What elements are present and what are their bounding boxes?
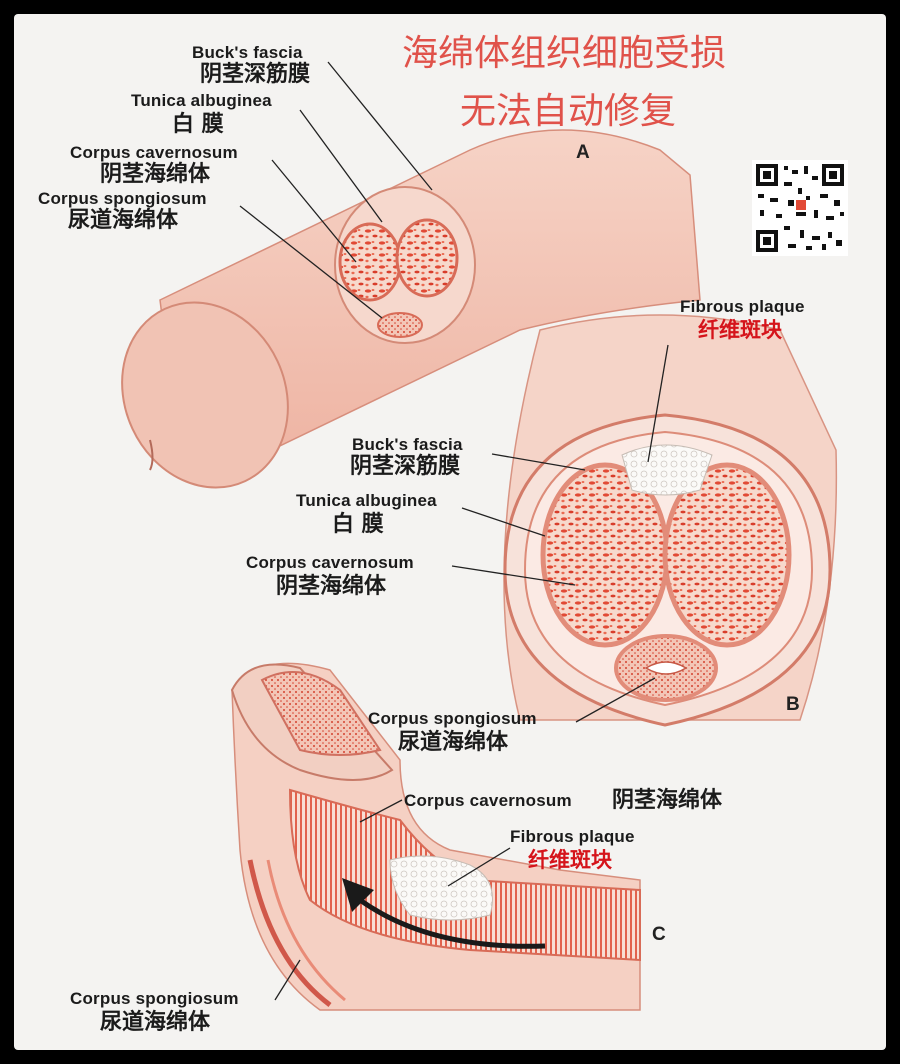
b-spongiosum-zh: 尿道海绵体 (398, 730, 509, 755)
b-tunica-en: Tunica albuginea (296, 491, 437, 510)
panel-b-letter: B (786, 694, 800, 715)
anatomy-illustration (121, 61, 848, 1011)
c-plaque-en: Fibrous plaque (510, 827, 635, 846)
b-plaque-en: Fibrous plaque (680, 297, 805, 316)
qr-code-icon (752, 160, 848, 256)
panel-a-letter: A (576, 142, 590, 163)
c-plaque-zh: 纤维斑块 (528, 848, 612, 872)
panel-c-letter: C (652, 924, 666, 945)
a-cavernosum-en: Corpus cavernosum (70, 143, 238, 162)
b-bucks-fascia-en: Buck's fascia (352, 435, 463, 454)
a-tunica-en: Tunica albuginea (131, 91, 272, 110)
a-bucks-fascia-en: Buck's fascia (192, 43, 303, 62)
a-bucks-fascia-zh: 阴茎深筋膜 (200, 62, 311, 87)
b-tunica-zh: 白 膜 (332, 512, 384, 537)
b-cavernosum-en: Corpus cavernosum (246, 553, 414, 572)
b-bucks-fascia-zh: 阴茎深筋膜 (350, 454, 461, 479)
title-line-2: 无法自动修复 (460, 91, 677, 132)
panel-c-longitudinal (230, 662, 641, 1011)
c-cavernosum-zh: 阴茎海绵体 (612, 788, 723, 813)
panel-a-shaft (121, 129, 701, 489)
illustration-panel: 海绵体组织细胞受损 无法自动修复 A B C Buck's fascia 阴茎深… (14, 14, 886, 1050)
a-spongiosum-en: Corpus spongiosum (38, 189, 207, 208)
a-cavernosum-zh: 阴茎海绵体 (100, 162, 211, 187)
c-spongiosum-zh: 尿道海绵体 (100, 1010, 211, 1035)
a-tunica-zh: 白 膜 (172, 112, 224, 137)
panel-a-leader-lines (239, 61, 433, 319)
a-spongiosum-zh: 尿道海绵体 (68, 208, 179, 233)
b-plaque-zh: 纤维斑块 (698, 318, 782, 342)
title-line-1: 海绵体组织细胞受损 (402, 33, 727, 74)
panel-b-leader-lines (451, 344, 669, 723)
c-cavernosum-en: Corpus cavernosum (404, 791, 572, 810)
panel-b-cross-section (503, 314, 838, 727)
b-cavernosum-zh: 阴茎海绵体 (276, 574, 387, 599)
b-spongiosum-en: Corpus spongiosum (368, 709, 537, 728)
c-spongiosum-en: Corpus spongiosum (70, 989, 239, 1008)
compression-arrow (342, 878, 546, 949)
panel-c-leader-lines (274, 799, 511, 1001)
